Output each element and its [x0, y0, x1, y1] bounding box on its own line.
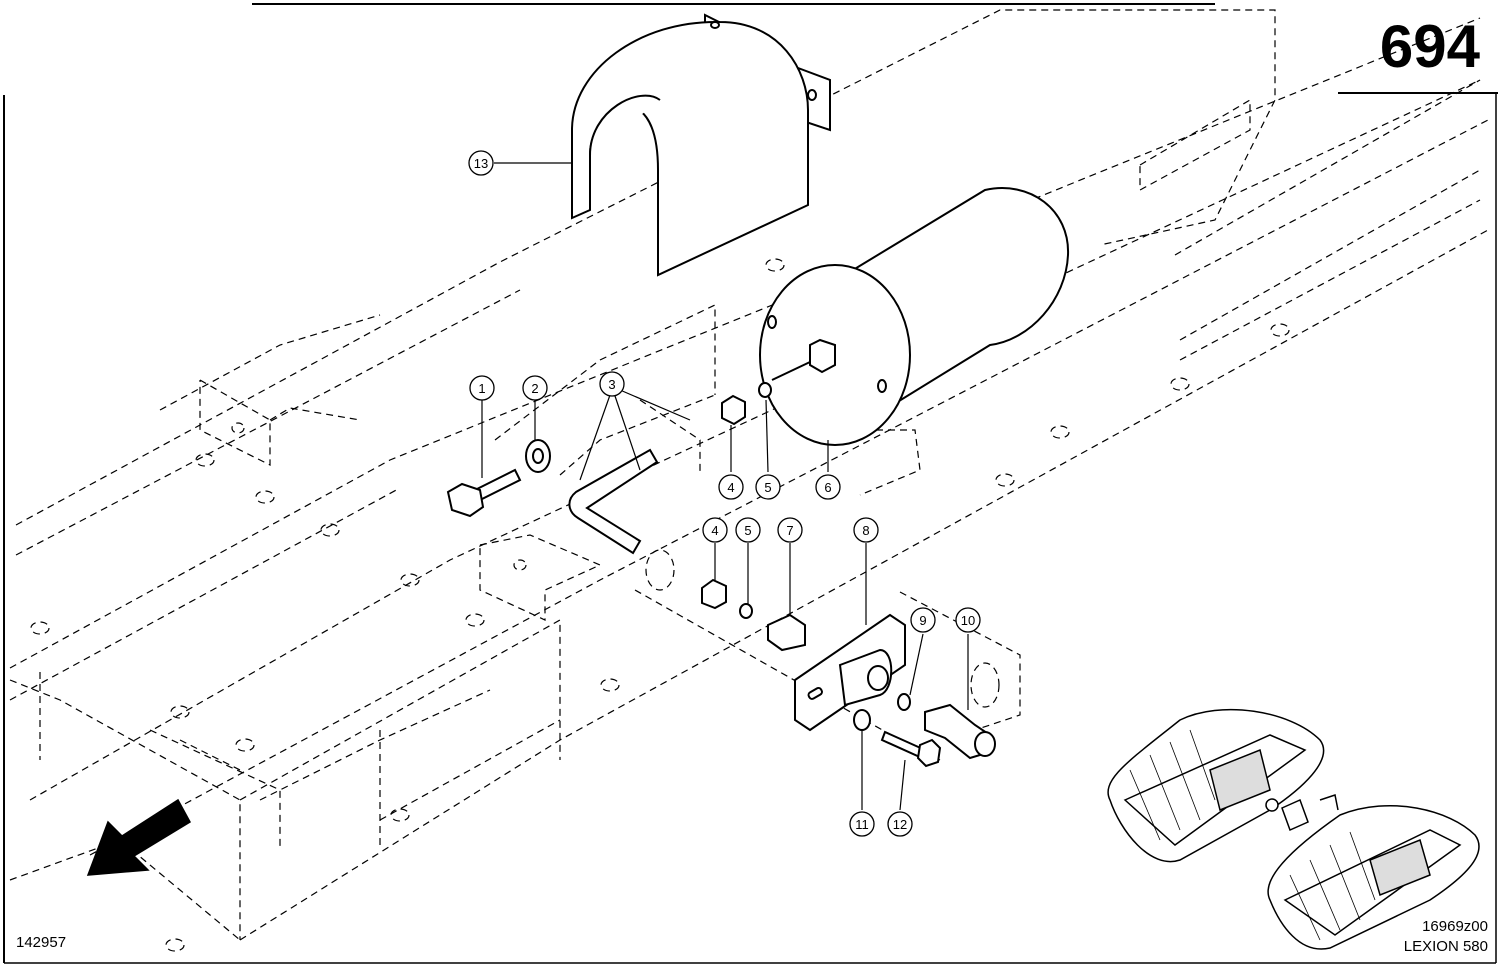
callout-4a: 4 — [718, 474, 744, 500]
svg-text:6: 6 — [824, 480, 831, 495]
document-id: 142957 — [16, 934, 67, 951]
adapter-part — [924, 703, 996, 760]
track-overview-icon — [1107, 708, 1480, 950]
svg-text:2: 2 — [531, 381, 538, 396]
callout-6: 6 — [815, 474, 841, 500]
washer-part — [525, 439, 551, 473]
ring-part — [897, 693, 911, 711]
washer-bolt-part — [853, 709, 942, 768]
callout-1: 1 — [469, 375, 495, 401]
svg-text:5: 5 — [744, 523, 751, 538]
svg-text:10: 10 — [961, 613, 975, 628]
callout-7: 7 — [777, 517, 803, 543]
leader-lines — [481, 162, 969, 811]
bolt-part — [446, 468, 522, 518]
svg-text:5: 5 — [764, 480, 771, 495]
callout-4b: 4 — [702, 517, 728, 543]
callout-2: 2 — [522, 375, 548, 401]
callout-8: 8 — [853, 517, 879, 543]
svg-text:4: 4 — [711, 523, 718, 538]
cover-part — [571, 13, 831, 277]
page-number: 694 — [1379, 13, 1480, 80]
svg-text:4: 4 — [727, 480, 734, 495]
callout-9: 9 — [910, 607, 936, 633]
callout-11: 11 — [849, 811, 875, 837]
callout-5a: 5 — [755, 474, 781, 500]
figure-code: 16969z00 — [1422, 918, 1488, 935]
svg-text:11: 11 — [855, 817, 869, 832]
page-number-rule — [1338, 92, 1498, 94]
callout-5b: 5 — [735, 517, 761, 543]
svg-text:13: 13 — [474, 156, 488, 171]
pin-part — [568, 448, 659, 555]
callouts: 1 2 3 4 5 6 4 5 7 8 9 10 11 12 13 — [468, 150, 981, 837]
reservoir-part — [759, 187, 1070, 446]
callout-13: 13 — [468, 150, 494, 176]
chassis-phantom — [9, 9, 1489, 952]
callout-3: 3 — [599, 371, 625, 397]
nut-part — [721, 382, 772, 426]
svg-text:8: 8 — [862, 523, 869, 538]
forward-arrow-icon — [86, 798, 192, 876]
svg-text:7: 7 — [786, 523, 793, 538]
svg-text:1: 1 — [478, 381, 485, 396]
svg-text:9: 9 — [919, 613, 926, 628]
callout-10: 10 — [955, 607, 981, 633]
bracket-plate-part — [794, 613, 906, 732]
svg-text:3: 3 — [608, 377, 615, 392]
svg-text:12: 12 — [893, 817, 907, 832]
model-name: LEXION 580 — [1403, 938, 1488, 955]
fitting-part — [701, 578, 806, 652]
callout-12: 12 — [887, 811, 913, 837]
